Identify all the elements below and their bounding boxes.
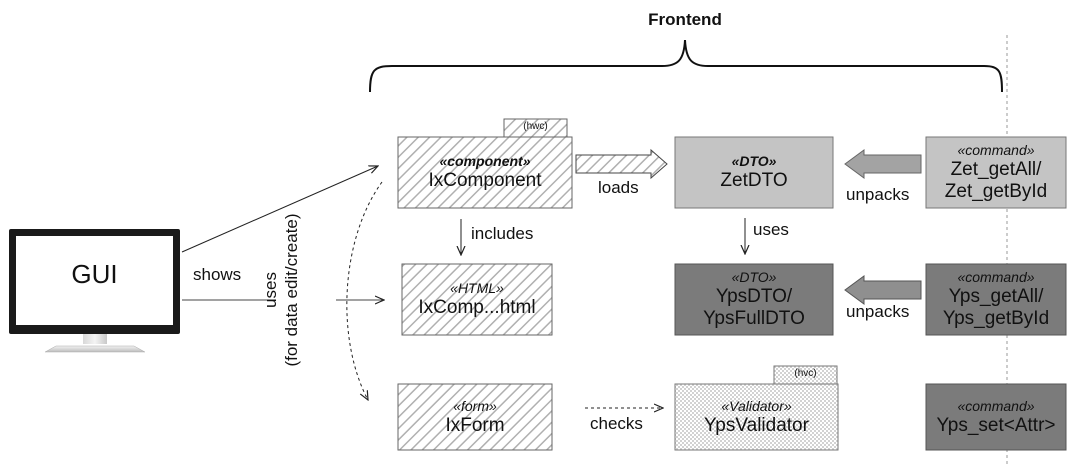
uses-dto-label: uses xyxy=(753,220,789,239)
validator-tab-label: (hvc) xyxy=(794,368,817,379)
ypsvalidator-stereotype: «Validator» xyxy=(721,397,792,414)
loads-label: loads xyxy=(598,178,639,197)
uses-form-line2: (for data edit/create) xyxy=(282,213,301,367)
ypsdto-stereotype: «DTO» xyxy=(731,269,777,285)
cmd-yps-name-line1: Yps_getAll/ xyxy=(948,286,1044,307)
zetdto-stereotype: «DTO» xyxy=(731,153,777,169)
ixcomponent-box: «component» IxComponent xyxy=(398,137,572,208)
includes-label: includes xyxy=(471,224,534,243)
ypsvalidator-name: YpsValidator xyxy=(704,414,809,436)
cmd-zet-name-line2: Zet_getById xyxy=(944,181,1048,202)
ypsvalidator-box: «Validator» YpsValidator xyxy=(675,384,838,450)
ixcomponent-stereotype: «component» xyxy=(439,153,531,169)
ypsdto-box: «DTO» YpsDTO/ YpsFullDTO xyxy=(675,264,833,335)
zetdto-name: ZetDTO xyxy=(720,170,788,191)
ixform-stereotype: «form» xyxy=(453,397,497,414)
ypsdto-box-shape xyxy=(674,263,834,336)
cmd-set-box: «command» Yps_set<Attr> xyxy=(926,384,1066,450)
component-tab-label: (hwc) xyxy=(523,121,548,132)
ypsvalidator-box-shape xyxy=(674,383,839,451)
ixcomp-html-box: «HTML» IxComp...html xyxy=(402,264,552,335)
ixcomponent-name: IxComponent xyxy=(428,170,542,191)
cmd-set-name: Yps_set<Attr> xyxy=(936,414,1056,436)
ixform-box-shape xyxy=(397,383,553,451)
cmd-zet-name-line1: Zet_getAll/ xyxy=(950,159,1042,180)
cmd-yps-name-line2: Yps_getById xyxy=(942,308,1050,329)
zetdto-box-shape xyxy=(674,136,834,209)
unpacks-label-2: unpacks xyxy=(846,302,910,321)
uses-form-line1: uses xyxy=(261,272,280,308)
uses-form-label: uses (for data edit/create) xyxy=(260,175,302,405)
frontend-brace xyxy=(369,39,1003,93)
ixcomponent-box-shape xyxy=(397,136,573,209)
ixcomp-html-box-shape xyxy=(401,263,553,336)
checks-label: checks xyxy=(590,414,643,433)
ixcomp-html-stereotype: «HTML» xyxy=(450,280,504,296)
zetdto-box: «DTO» ZetDTO xyxy=(675,137,833,208)
cmd-set-stereotype: «command» xyxy=(957,397,1035,414)
shows-label: shows xyxy=(193,265,242,284)
cmd-set-box-shape xyxy=(925,383,1067,451)
cmd-zet-box: «command» Zet_getAll/ Zet_getById xyxy=(926,137,1066,208)
unpacks-block-arrow-1 xyxy=(844,149,922,179)
loads-block-arrow xyxy=(575,148,668,180)
ypsdto-name-line2: YpsFullDTO xyxy=(703,308,805,329)
gui-label: GUI xyxy=(71,259,118,289)
cmd-yps-box: «command» Yps_getAll/ Yps_getById xyxy=(926,264,1066,335)
ixform-box: «form» IxForm xyxy=(398,384,552,450)
cmd-zet-stereotype: «command» xyxy=(957,142,1035,158)
frontend-label: Frontend xyxy=(648,10,722,29)
ixcomp-html-name: IxComp...html xyxy=(418,297,536,318)
monitor-icon xyxy=(9,229,180,353)
cmd-yps-stereotype: «command» xyxy=(957,269,1035,285)
edge-gui-to-component xyxy=(181,166,378,253)
unpacks-block-arrow-2 xyxy=(844,275,922,305)
edge-component-to-form xyxy=(346,181,383,400)
cmd-zet-box-shape xyxy=(925,136,1067,209)
unpacks-label-1: unpacks xyxy=(846,185,910,204)
ypsdto-name-line1: YpsDTO/ xyxy=(715,286,793,307)
cmd-yps-box-shape xyxy=(925,263,1067,336)
ixform-name: IxForm xyxy=(445,414,505,436)
